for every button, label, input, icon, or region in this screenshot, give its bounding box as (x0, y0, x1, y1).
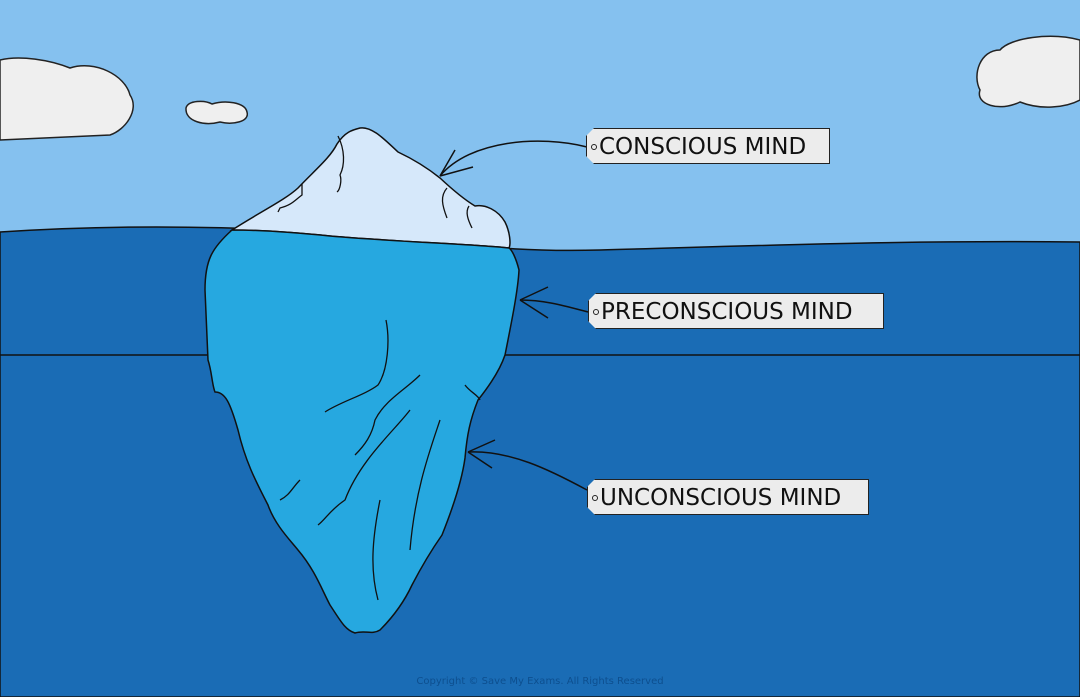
arrow-unconscious (467, 451, 588, 491)
label-preconscious-mind: PRECONSCIOUS MIND (588, 293, 884, 329)
copyright-watermark: Copyright © Save My Exams. All Rights Re… (416, 676, 664, 687)
arrow-preconscious (519, 299, 589, 313)
label-unconscious-mind: UNCONSCIOUS MIND (587, 479, 869, 515)
cloud-right (976, 35, 1080, 108)
cloud-left (0, 57, 134, 141)
cloud-small (185, 100, 248, 125)
arrows (439, 140, 589, 491)
iceberg-cracks (277, 135, 481, 601)
arrow-conscious (439, 140, 588, 177)
label-conscious-mind: CONSCIOUS MIND (586, 128, 830, 164)
iceberg-body (204, 229, 520, 634)
sea (0, 226, 1080, 697)
